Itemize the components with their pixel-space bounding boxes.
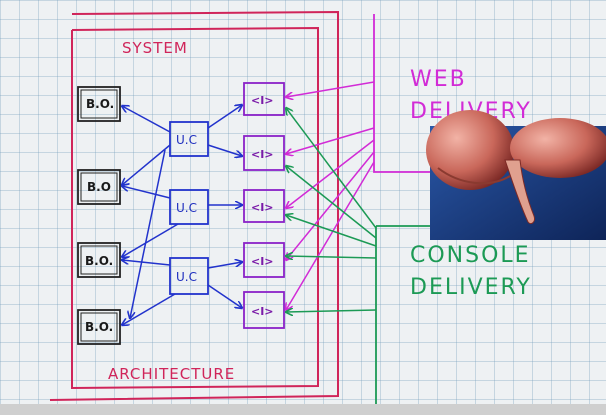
interface-5: <I> [243, 291, 285, 329]
interface-3: <I> [243, 189, 285, 223]
interface-label: <I> [251, 148, 274, 161]
use-case-label: U.C [176, 270, 197, 284]
console-delivery-label-line1: CONSOLE [410, 243, 531, 268]
use-case-arrows [122, 105, 242, 325]
business-object-2: B.O [77, 169, 121, 205]
web-delivery-label-line1: WEB [410, 67, 467, 92]
console-delivery-lines [375, 225, 440, 405]
interface-1: <I> [243, 82, 285, 116]
use-case-label: U.C [176, 201, 197, 215]
architecture-label: ARCHITECTURE [108, 365, 235, 383]
bottom-strip [0, 404, 606, 415]
interface-label: <I> [251, 305, 274, 318]
use-case-2: U.C [169, 189, 209, 225]
web-delivery-lines [373, 14, 440, 173]
interface-2: <I> [243, 135, 285, 171]
interface-label: <I> [251, 94, 274, 107]
use-case-label: U.C [176, 133, 197, 147]
use-case-1: U.C [169, 121, 209, 157]
interface-4: <I> [243, 242, 285, 278]
web-delivery-arrows [286, 81, 375, 310]
business-object-label: B.O. [85, 254, 113, 268]
business-object-label: B.O [87, 180, 111, 194]
use-case-3: U.C [169, 257, 209, 295]
business-object-4: B.O. [77, 309, 121, 345]
inset-organ-image [426, 110, 606, 240]
system-boundary [49, 10, 339, 401]
system-label: SYSTEM [122, 39, 188, 57]
business-object-label: B.O. [85, 320, 113, 334]
business-object-label: B.O. [86, 97, 114, 111]
console-delivery-arrows [286, 108, 377, 312]
business-object-1: B.O. [77, 86, 121, 122]
interface-label: <I> [251, 201, 274, 214]
console-delivery-label-line2: DELIVERY [410, 275, 532, 300]
interface-label: <I> [251, 255, 274, 268]
business-object-3: B.O. [77, 242, 121, 278]
